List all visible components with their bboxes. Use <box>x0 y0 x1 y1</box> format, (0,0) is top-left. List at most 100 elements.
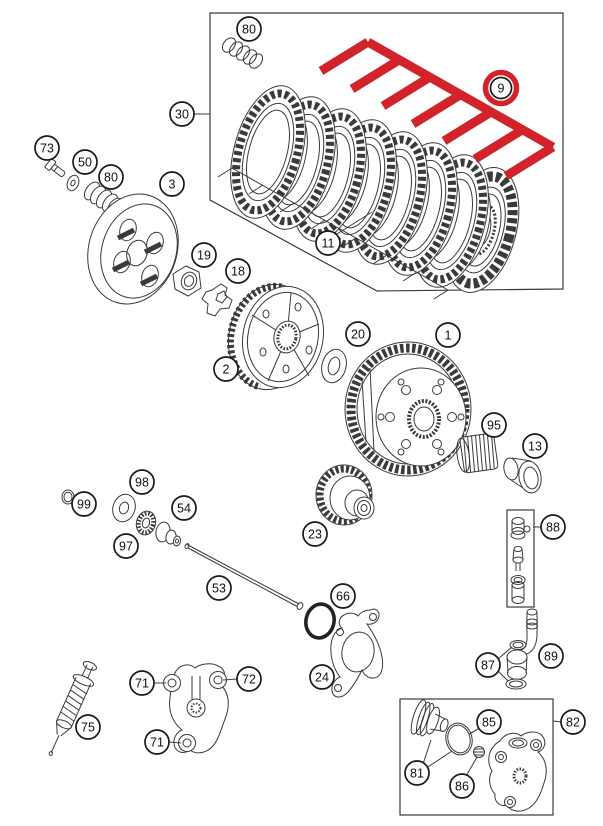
part-label-11[interactable]: 11 <box>315 230 341 256</box>
part-label-circle <box>404 760 430 786</box>
part-label-circle <box>206 575 232 601</box>
part-label-circle <box>71 491 97 517</box>
part-label-98[interactable]: 98 <box>129 469 155 495</box>
leader-line <box>552 720 562 723</box>
part-label-circle <box>302 521 328 547</box>
part-label-circle <box>315 230 341 256</box>
part-label-text: 19 <box>197 249 211 263</box>
part-label-circle <box>191 242 217 268</box>
leader-line <box>168 741 182 744</box>
leader-line <box>222 678 238 681</box>
part-label-text: 85 <box>482 716 496 730</box>
part-label-95[interactable]: 95 <box>481 412 507 438</box>
part-label-text: 71 <box>135 677 149 691</box>
part-label-circle <box>236 16 262 42</box>
part-label-circle <box>159 171 185 197</box>
part-label-circle <box>113 533 139 559</box>
part-label-circle <box>540 514 566 540</box>
slave-cylinder-kit-box <box>399 698 554 816</box>
assembly-guide-lines <box>217 167 449 300</box>
slave-cylinder-body <box>488 731 547 812</box>
part-label-97[interactable]: 97 <box>113 533 139 559</box>
part-label-66[interactable]: 66 <box>330 583 356 609</box>
grease-syringe-75 <box>48 661 97 756</box>
thrust-washer-20 <box>321 348 347 384</box>
part-label-80[interactable]: 80 <box>236 16 262 42</box>
part-label-text: 18 <box>231 265 245 279</box>
part-label-72[interactable]: 72 <box>236 666 262 692</box>
part-label-circle <box>98 164 124 190</box>
part-label-text: 9 <box>498 82 505 96</box>
o-ring-66 <box>304 602 336 640</box>
leader-line <box>336 211 373 235</box>
part-label-circle <box>345 321 371 347</box>
part-label-circle <box>489 76 513 100</box>
clutch-disc-stack <box>230 85 520 293</box>
part-label-73[interactable]: 73 <box>34 135 60 161</box>
washer-50 <box>66 174 80 192</box>
part-label-54[interactable]: 54 <box>171 495 197 521</box>
part-label-text: 20 <box>351 328 365 342</box>
part-label-2[interactable]: 2 <box>213 356 239 382</box>
part-label-text: 82 <box>566 716 580 730</box>
part-label-9[interactable]: 9 <box>482 69 520 107</box>
part-label-text: 99 <box>77 498 91 512</box>
part-label-text: 13 <box>528 440 542 454</box>
part-label-text: 72 <box>242 673 256 687</box>
part-label-circle <box>560 709 586 735</box>
part-label-30[interactable]: 30 <box>169 101 195 127</box>
release-bracket-71-72 <box>163 663 229 754</box>
part-label-20[interactable]: 20 <box>345 321 371 347</box>
part-label-85[interactable]: 85 <box>476 709 502 735</box>
fitting-kit-box <box>506 509 535 608</box>
hub-nut-19 <box>172 265 202 297</box>
part-label-3[interactable]: 3 <box>159 171 185 197</box>
part-label-24[interactable]: 24 <box>309 664 335 690</box>
part-label-75[interactable]: 75 <box>75 714 101 740</box>
piston-81 <box>410 699 449 737</box>
part-label-circle <box>481 412 507 438</box>
part-label-text: 11 <box>322 237 335 251</box>
part-label-circle <box>538 643 564 669</box>
highlight-ring <box>482 69 520 107</box>
part-label-text: 80 <box>104 171 118 185</box>
part-label-81[interactable]: 81 <box>404 760 430 786</box>
part-label-circle <box>213 356 239 382</box>
part-label-text: 23 <box>308 528 322 542</box>
washer-98 <box>112 493 136 523</box>
part-label-circle <box>169 101 195 127</box>
part-label-71[interactable]: 71 <box>144 729 170 755</box>
part-label-53[interactable]: 53 <box>206 575 232 601</box>
part-label-88[interactable]: 88 <box>540 514 566 540</box>
part-label-71[interactable]: 71 <box>129 670 155 696</box>
part-label-text: 66 <box>336 590 350 604</box>
bleeder-screw-86 <box>473 746 485 758</box>
part-label-89[interactable]: 89 <box>538 643 564 669</box>
part-label-circle <box>129 469 155 495</box>
part-label-80[interactable]: 80 <box>98 164 124 190</box>
part-label-23[interactable]: 23 <box>302 521 328 547</box>
part-label-86[interactable]: 86 <box>449 773 475 799</box>
inner-hub-2 <box>226 282 325 391</box>
lock-washer-18 <box>201 283 233 317</box>
part-label-19[interactable]: 19 <box>191 242 217 268</box>
fitting-kit-parts-88 <box>510 517 531 604</box>
part-label-99[interactable]: 99 <box>71 491 97 517</box>
seal-ring-87-lower <box>505 678 527 690</box>
bushing-13 <box>503 457 542 494</box>
part-label-18[interactable]: 18 <box>225 258 251 284</box>
part-label-circle <box>449 773 475 799</box>
part-label-1[interactable]: 1 <box>435 322 461 348</box>
highlight-comb-part-9 <box>318 38 556 180</box>
spring-80-small <box>221 37 264 69</box>
part-label-87[interactable]: 87 <box>475 652 501 678</box>
part-label-text: 73 <box>40 142 54 156</box>
part-label-circle <box>309 664 335 690</box>
part-label-13[interactable]: 13 <box>522 433 548 459</box>
leader-line <box>468 727 481 735</box>
part-label-text: 97 <box>119 540 133 554</box>
part-label-82[interactable]: 82 <box>560 709 586 735</box>
part-label-50[interactable]: 50 <box>72 149 98 175</box>
part-label-text: 1 <box>445 329 452 343</box>
